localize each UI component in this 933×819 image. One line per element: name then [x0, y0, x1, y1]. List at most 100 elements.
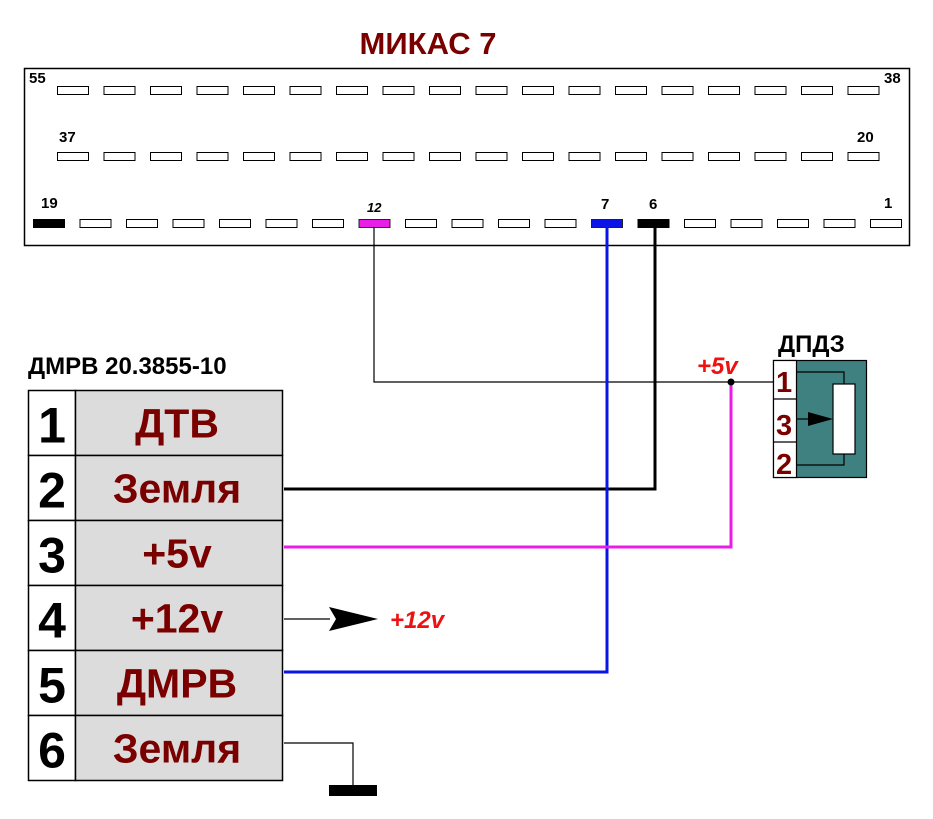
tps-sensor: 1 3 2 [772, 359, 868, 481]
maf-pin-label: ДТВ [135, 401, 219, 447]
ecu-pin-2 [823, 219, 856, 228]
pin-label-38: 38 [884, 70, 901, 87]
wire-ecu12-to-tps1 [373, 227, 773, 383]
maf-sensor-title: ДМРВ 20.3855-10 [28, 353, 227, 380]
ecu-pin-29 [429, 152, 461, 161]
maf-pin-label: ДМРВ [117, 661, 237, 707]
ecu-pin-9 [498, 219, 530, 228]
ecu-pin-52 [196, 86, 229, 95]
ecu-pin-12 [358, 219, 391, 228]
ecu-pin-23 [708, 152, 740, 161]
ecu-pin-48 [382, 86, 415, 95]
ecu-pin-40 [754, 86, 787, 95]
pin-label-20: 20 [857, 129, 874, 146]
ecu-pin-row-middle [57, 152, 880, 161]
ecu-title: МИКАС 7 [360, 26, 497, 61]
maf-pin-label: Земля [113, 466, 241, 512]
ecu-pin-44 [568, 86, 601, 95]
wire-ecu6-to-maf2-ground [284, 227, 657, 491]
tps-pin-1: 1 [776, 367, 792, 399]
ecu-pin-35 [150, 152, 182, 161]
ecu-pin-6 [637, 219, 670, 228]
maf-pin-row-3: 3 +5v [27, 519, 284, 587]
pin-label-6: 6 [649, 196, 657, 213]
maf-pin-number: 5 [38, 658, 66, 714]
ecu-pin-28 [475, 152, 508, 161]
ecu-pin-7 [591, 219, 623, 228]
ecu-pin-39 [801, 86, 833, 95]
ecu-pin-49 [336, 86, 368, 95]
pin-label-55: 55 [29, 70, 46, 87]
ecu-pin-16 [172, 219, 205, 228]
label-plus5v: +5v [697, 353, 739, 380]
ecu-pin-10 [451, 219, 484, 228]
ecu-pin-31 [336, 152, 368, 161]
ecu-pin-34 [196, 152, 229, 161]
ecu-pin-19 [33, 219, 65, 228]
wire-ecu7-to-maf5-signal [284, 227, 609, 674]
maf-pin-row-1: 1 ДТВ [27, 389, 284, 457]
ecu-pin-53 [150, 86, 182, 95]
ecu-pin-11 [405, 219, 437, 228]
tps-sensor-title: ДПДЗ [778, 331, 845, 358]
ecu-pin-14 [265, 219, 298, 228]
maf-pin-label: Земля [113, 726, 241, 772]
ecu-pin-row-top [57, 86, 880, 95]
ecu-pin-45 [522, 86, 554, 95]
pin-label-19: 19 [41, 195, 58, 212]
ecu-pin-3 [777, 219, 809, 228]
maf-pin-row-2: 2 Земля [27, 454, 284, 522]
pin-label-1: 1 [884, 195, 892, 212]
maf-pin-label: +5v [142, 531, 212, 577]
ecu-pin-row-bottom [33, 219, 902, 228]
wiper-arrow-icon [808, 412, 833, 426]
ecu-pin-43 [615, 86, 647, 95]
ecu-pin-50 [289, 86, 322, 95]
ecu-pin-41 [708, 86, 740, 95]
ecu-pin-22 [754, 152, 787, 161]
maf-pin-number: 1 [38, 398, 66, 454]
wire-maf6-ground [284, 742, 354, 786]
maf-pin-number: 2 [38, 463, 66, 519]
pin-label-37: 37 [59, 129, 76, 146]
ecu-pin-24 [661, 152, 694, 161]
ecu-pin-4 [730, 219, 763, 228]
maf-pin-number: 3 [38, 528, 66, 584]
ecu-pin-51 [243, 86, 275, 95]
ecu-pin-27 [522, 152, 554, 161]
pin-label-7: 7 [601, 196, 609, 213]
ecu-pin-5 [684, 219, 716, 228]
ecu-pin-38 [847, 86, 880, 95]
ecu-pin-17 [126, 219, 158, 228]
potentiometer-icon [832, 383, 856, 455]
ground-symbol-icon [329, 785, 377, 796]
tps-pin-2: 2 [776, 449, 792, 481]
ecu-pin-55 [57, 86, 89, 95]
ecu-pin-18 [79, 219, 112, 228]
ecu-pin-20 [847, 152, 880, 161]
ecu-pin-26 [568, 152, 601, 161]
ecu-pin-46 [475, 86, 508, 95]
ecu-pin-25 [615, 152, 647, 161]
maf-pin-label: +12v [131, 596, 224, 642]
maf-pin-row-4: 4+12v [27, 584, 284, 652]
ecu-pin-33 [243, 152, 275, 161]
maf-pin-number: 6 [38, 723, 66, 779]
ecu-pin-30 [382, 152, 415, 161]
ecu-pin-32 [289, 152, 322, 161]
pin-label-12: 12 [367, 200, 382, 215]
wire-5v-to-maf3 [284, 382, 733, 549]
ecu-pin-13 [312, 219, 344, 228]
ecu-pin-36 [103, 152, 136, 161]
ecu-pin-54 [103, 86, 136, 95]
arrow-right-icon [329, 607, 378, 631]
label-plus12v: +12v [390, 607, 446, 634]
ecu-pin-37 [57, 152, 89, 161]
ecu-pin-8 [544, 219, 577, 228]
ecu-pin-42 [661, 86, 694, 95]
ecu-pin-15 [219, 219, 251, 228]
maf-pin-row-6: 6 Земля [27, 714, 284, 782]
maf-pin-row-5: 5 ДМРВ [27, 649, 284, 717]
